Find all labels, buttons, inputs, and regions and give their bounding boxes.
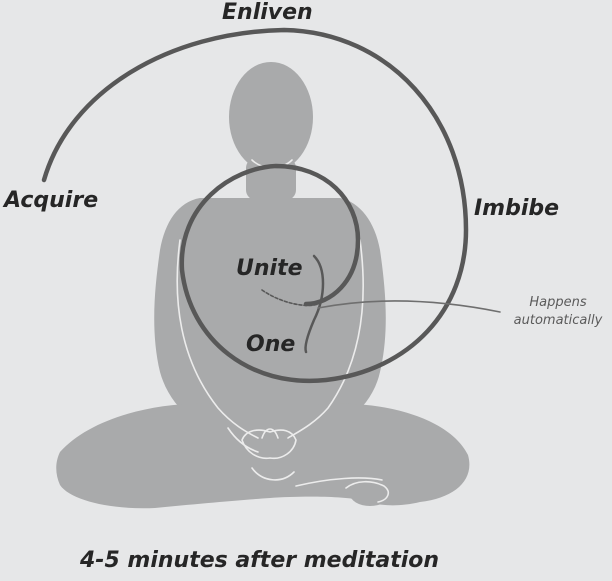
label-imbibe: Imbibe <box>474 196 560 221</box>
wrist-line <box>227 427 259 453</box>
thumbs-line <box>261 428 279 439</box>
label-enliven: Enliven <box>222 0 313 25</box>
foot-outline <box>345 480 390 503</box>
figure-legs <box>56 403 470 509</box>
annotation-leader-line <box>317 300 501 313</box>
leg-crease-line <box>295 477 383 487</box>
figure-foot <box>350 482 390 506</box>
hands-outline <box>241 429 297 460</box>
right-arm-line <box>287 239 364 439</box>
caption: 4-5 minutes after meditation <box>80 548 440 573</box>
inner-spiral-tail <box>304 254 325 354</box>
annotation-line-2: automatically <box>513 313 603 328</box>
annotation-happens-automatically: Happens automatically <box>504 294 612 330</box>
figure-head <box>229 62 313 172</box>
outer-spiral-line <box>41 27 469 384</box>
annotation-line-1: Happens <box>529 295 587 310</box>
inner-spiral-dash <box>261 289 319 307</box>
label-acquire: Acquire <box>4 188 99 213</box>
label-one: One <box>246 332 296 357</box>
meditating-figure-icon <box>56 62 470 509</box>
left-arm-line <box>176 239 259 439</box>
label-unite: Unite <box>236 256 303 281</box>
hand-under-line <box>251 467 295 481</box>
